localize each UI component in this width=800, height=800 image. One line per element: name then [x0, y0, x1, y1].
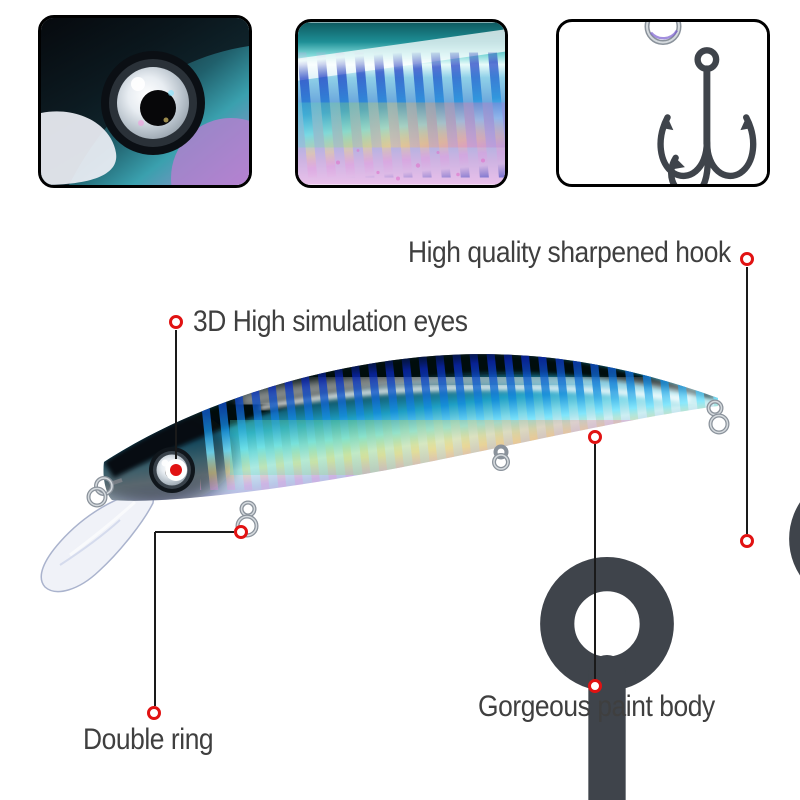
marker-ring-hook-bottom [740, 534, 754, 548]
annotation-paint-label: Gorgeous paint body [478, 690, 715, 723]
marker-ring-paint-bottom [588, 679, 602, 693]
front-treble-hook [235, 500, 800, 800]
leader-line-eyes [175, 330, 177, 460]
leader-line-hook [746, 267, 748, 534]
clear-diving-lip [40, 489, 155, 593]
marker-ring-double-ring-bottom [147, 706, 161, 720]
nose-split-rings [86, 476, 123, 508]
paint-pattern-closeup-photo [295, 19, 508, 188]
marker-ring-hook-top [740, 252, 754, 266]
annotation-eyes-label: 3D High simulation eyes [193, 305, 468, 338]
eye-closeup-photo [38, 15, 252, 188]
annotation-hook-label: High quality sharpened hook [408, 236, 731, 269]
lure-body [86, 354, 719, 508]
marker-ring-paint-top [588, 430, 602, 444]
marker-ring-double-ring-hook [234, 525, 248, 539]
leader-line-double-ring-vertical [154, 532, 156, 706]
treble-hook-closeup-photo [556, 19, 770, 187]
marker-ring-eyes [169, 315, 183, 329]
annotation-double-ring-label: Double ring [83, 723, 214, 756]
tail-treble-hook [706, 399, 730, 435]
marker-dot-eye [165, 459, 187, 481]
leader-line-double-ring-horizontal [155, 531, 234, 533]
middle-treble-hook [492, 444, 800, 800]
leader-line-paint [594, 444, 596, 679]
